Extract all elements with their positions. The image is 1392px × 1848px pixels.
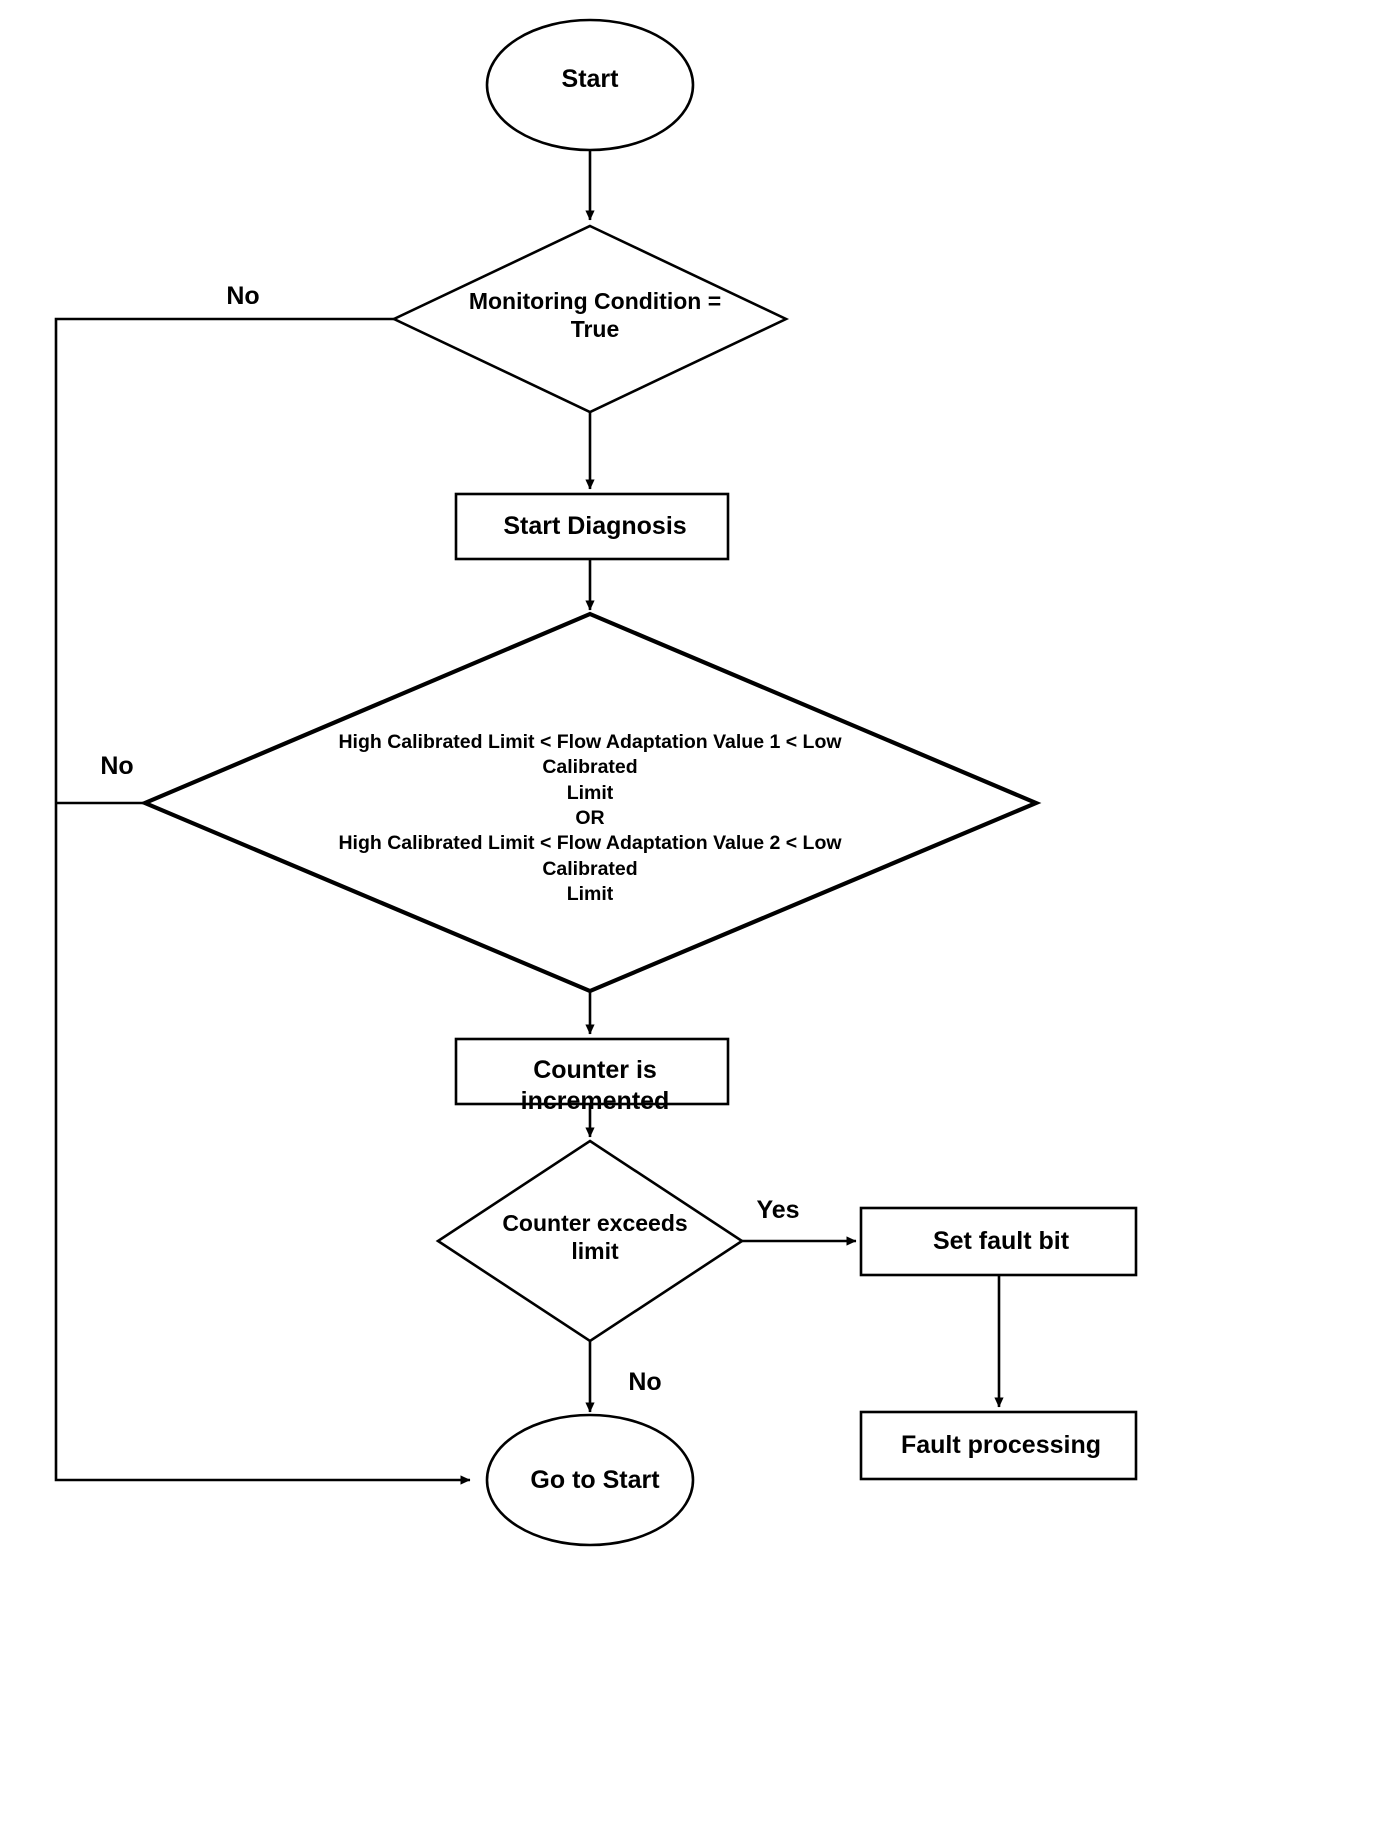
node-counter-incremented-shape	[454, 1037, 730, 1106]
node-monitoring-condition-shape	[390, 224, 790, 414]
edge-label-counter-no: No	[628, 1368, 662, 1396]
node-limit-condition-shape	[139, 611, 1042, 994]
edge-label-monitoring-no: No	[226, 282, 260, 310]
node-start-diagnosis-shape	[454, 492, 730, 561]
node-go-to-start-shape	[485, 1413, 695, 1547]
edge-label-limit-no: No	[100, 752, 134, 780]
node-fault-processing-shape	[859, 1410, 1138, 1481]
node-counter-exceeds-limit-shape	[435, 1139, 745, 1343]
node-start-shape	[485, 18, 695, 152]
edge-label-counter-yes: Yes	[756, 1196, 800, 1224]
node-set-fault-bit-shape	[859, 1206, 1138, 1277]
edge-monitoring-no-to-go-to-start	[54, 317, 471, 1485]
